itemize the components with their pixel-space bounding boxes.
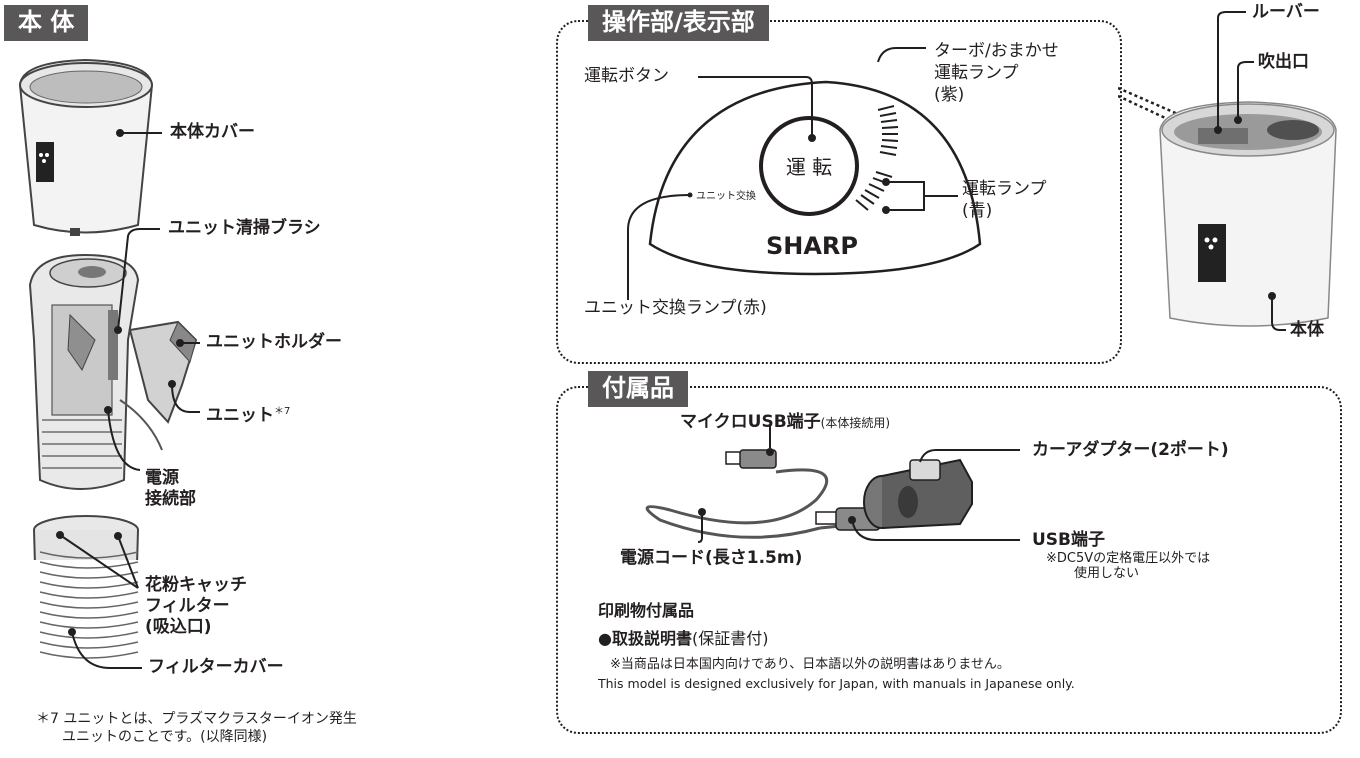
section-header-accessories: 付属品 [588,371,688,407]
label-unit-text: ユニット [206,405,274,426]
footnote-unit: ＊7 ユニットとは、プラズマクラスターイオン発生 ユニットのことです。(以降同様… [36,710,357,746]
accessories-illustration [645,426,1020,543]
printed-note-ja: ※当商品は日本国内向けであり、日本語以外の説明書はありません。 [610,657,1010,672]
label-run-lamp-line1: 運転ランプ [962,179,1047,199]
panel-unit-change-print: ユニット交換 [696,189,756,202]
label-run-button: 運転ボタン [584,66,669,86]
printed-manual: ●取扱説明書(保証書付) [598,628,768,649]
label-power-line1: 電源 [145,468,179,488]
label-pollen-line1: 花粉キャッチ [145,575,247,595]
section-header-controls: 操作部/表示部 [588,5,769,41]
body-cover-drawing [18,58,154,236]
printed-note-en: This model is designed exclusively for J… [598,676,1075,691]
label-body: 本体 [1290,320,1324,340]
panel-brand: SHARP [766,232,858,260]
product-body-illustration [1118,11,1337,331]
label-cleaning-brush: ユニット清掃ブラシ [168,218,321,238]
label-unit-change-lamp: ユニット交換ランプ(赤) [584,298,767,318]
control-panel-illustration: 運 転 ユニット交換 SHARP [627,47,982,300]
label-outlet: 吹出口 [1258,52,1309,72]
label-power-cord: 電源コード(長さ1.5m) [620,548,803,568]
label-usb-terminal: USB端子 [1032,530,1106,550]
label-micro-usb: マイクロUSB端子(本体接続用) [680,412,890,434]
usb-note-line1: ※DC5Vの定格電圧以外では [1046,551,1211,566]
label-filter-cover: フィルターカバー [148,657,284,677]
footnote-line1: ＊7 ユニットとは、プラズマクラスターイオン発生 [36,710,357,728]
label-pollen-filter: 花粉キャッチフィルター(吸込口) [145,575,247,638]
label-turbo-line2: 運転ランプ [934,63,1019,83]
label-micro-usb-note: (本体接続用) [820,416,891,430]
label-unit-holder: ユニットホルダー [206,332,342,352]
label-run-lamp-line2: (青) [962,201,993,221]
label-micro-usb-text: マイクロUSB端子 [680,412,821,432]
label-run-lamp: 運転ランプ(青) [962,178,1047,222]
section-header-body: 本 体 [4,5,89,41]
label-power-connector: 電源接続部 [145,468,196,510]
printed-title: 印刷物付属品 [598,601,695,620]
label-unit-mark: ＊7 [274,406,291,417]
printed-manual-main: ●取扱説明書 [598,629,692,648]
label-pollen-line2: フィルター [145,596,230,616]
left-callout-lines [56,129,200,669]
filter-ribs-illustration [39,551,139,659]
label-power-line2: 接続部 [145,489,196,509]
label-pollen-line3: (吸込口) [145,617,212,637]
label-car-adapter: カーアダプター(2ポート) [1032,440,1229,460]
controls-dashed-box [556,20,1122,364]
panel-button-text: 運 転 [786,155,832,179]
label-turbo-line3: (紫) [934,85,965,105]
usb-terminal-note: ※DC5Vの定格電圧以外では使用しない [1046,551,1210,581]
footnote-line2: ユニットのことです。(以降同様) [62,729,268,745]
accessories-dashed-box [556,386,1342,734]
label-unit: ユニット＊7 [206,401,290,427]
label-turbo-lamp: ターボ/おまかせ運転ランプ(紫) [934,40,1059,106]
label-louver: ルーバー [1252,2,1320,22]
label-body-cover: 本体カバー [170,122,255,142]
usb-note-line2: 使用しない [1074,566,1140,581]
footnote-text1: ユニットとは、プラズマクラスターイオン発生 [63,711,357,727]
label-turbo-line1: ターボ/おまかせ [934,41,1059,61]
footnote-mark: ＊7 [36,711,59,727]
printed-manual-sub: (保証書付) [691,629,769,648]
